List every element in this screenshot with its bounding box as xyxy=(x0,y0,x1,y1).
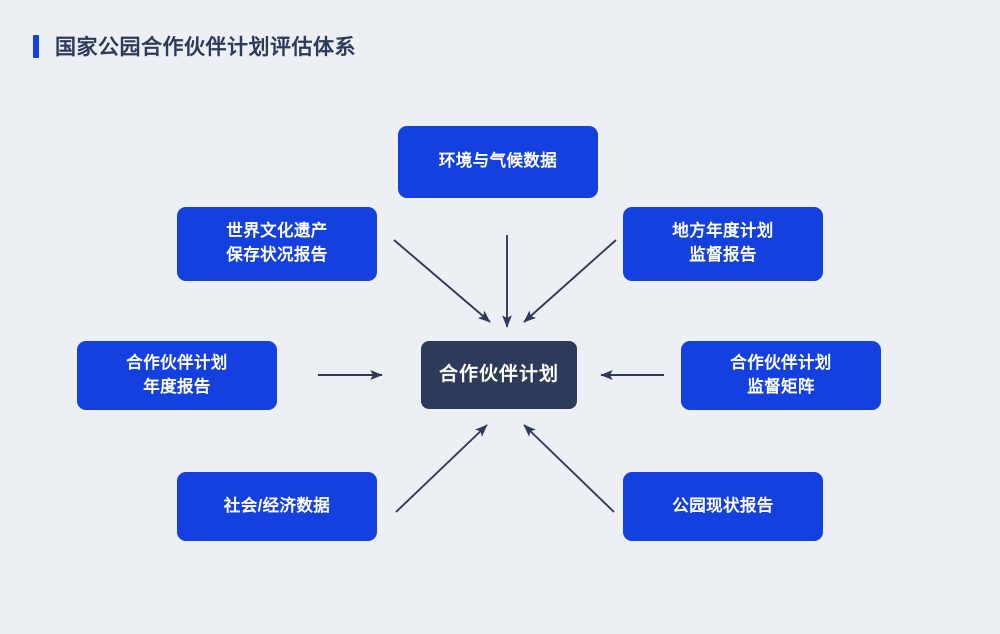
page-title: 国家公园合作伙伴计划评估体系 xyxy=(33,31,356,61)
node-environment-climate-data[interactable]: 环境与气候数据 xyxy=(398,126,598,198)
node-partnership-plan-center[interactable]: 合作伙伴计划 xyxy=(421,341,577,409)
node-world-heritage-conservation-report[interactable]: 世界文化遗产 保存状况报告 xyxy=(177,207,377,281)
node-partnership-plan-supervision-matrix[interactable]: 合作伙伴计划 监督矩阵 xyxy=(681,341,881,410)
node-park-status-report[interactable]: 公园现状报告 xyxy=(623,472,823,541)
arrow-bottom-right-to-center xyxy=(523,424,615,513)
arrow-top-right-to-center xyxy=(523,239,617,323)
node-social-economic-data[interactable]: 社会/经济数据 xyxy=(177,472,377,541)
page-title-text: 国家公园合作伙伴计划评估体系 xyxy=(55,36,356,59)
arrow-top-left-to-center xyxy=(393,239,491,323)
node-local-annual-plan-supervision-report[interactable]: 地方年度计划 监督报告 xyxy=(623,207,823,281)
node-partnership-plan-annual-report[interactable]: 合作伙伴计划 年度报告 xyxy=(77,341,277,410)
title-accent-bar xyxy=(33,34,39,58)
arrow-bottom-left-to-center xyxy=(395,424,488,513)
